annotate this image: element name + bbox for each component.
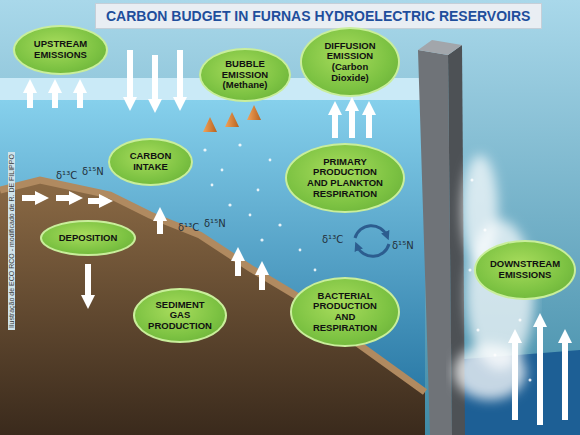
isotope-label: δ¹⁵N — [82, 166, 104, 177]
isotope-label: δ¹³C — [56, 170, 77, 181]
node-text: PRIMARY PRODUCTION AND PLANKTON RESPIRAT… — [302, 157, 388, 200]
node-text: DIFFUSION EMISSION (Carbon Dioxide) — [314, 41, 386, 84]
node-text-block: CARBON INTAKE — [120, 151, 181, 172]
node-text: UPSTREAM EMISSIONS — [27, 39, 95, 60]
ellipse-node: PRIMARY PRODUCTION AND PLANKTON RESPIRAT… — [285, 143, 405, 213]
ellipse-node: UPSTREAM EMISSIONS — [13, 25, 108, 75]
isotope-label: δ¹³C — [178, 222, 199, 233]
node-text-block: PRIMARY PRODUCTION AND PLANKTON RESPIRAT… — [302, 157, 388, 200]
node-text-block: DIFFUSION EMISSION (Carbon Dioxide) — [314, 41, 386, 84]
diagram-title: CARBON BUDGET IN FURNAS HYDROELECTRIC RE… — [106, 8, 530, 24]
node-text-block: SEDIMENT GAS PRODUCTION — [146, 300, 214, 332]
ellipse-node: BACTERIAL PRODUCTION AND RESPIRATION — [290, 277, 400, 347]
ellipse-node: DIFFUSION EMISSION (Carbon Dioxide) — [300, 27, 400, 97]
credit-watermark: Ilustração de ECO RCO - modificado de R.… — [8, 152, 15, 330]
ellipse-node: DOWNSTREAM EMISSIONS — [474, 240, 576, 300]
node-text-block: BACTERIAL PRODUCTION AND RESPIRATION — [306, 291, 385, 334]
node-text-block: UPSTREAM EMISSIONS — [27, 39, 95, 60]
node-text: DEPOSITION — [54, 233, 123, 244]
ellipse-node: SEDIMENT GAS PRODUCTION — [133, 288, 227, 343]
isotope-label: δ¹⁵N — [204, 218, 226, 229]
node-text-block: BUBBLE EMISSION (Methane) — [212, 59, 278, 91]
node-text: CARBON INTAKE — [120, 151, 181, 172]
node-text-block: DEPOSITION — [54, 233, 123, 244]
ellipse-node: CARBON INTAKE — [108, 138, 193, 186]
node-text: SEDIMENT GAS PRODUCTION — [146, 300, 214, 332]
ellipse-node: DEPOSITION — [40, 220, 136, 256]
node-text: BACTERIAL PRODUCTION AND RESPIRATION — [306, 291, 385, 334]
title-panel: CARBON BUDGET IN FURNAS HYDROELECTRIC RE… — [95, 3, 542, 29]
node-text: DOWNSTREAM EMISSIONS — [489, 259, 562, 280]
isotope-label: δ¹⁵N — [392, 240, 414, 251]
ellipse-node: BUBBLE EMISSION (Methane) — [199, 48, 291, 102]
node-text-block: DOWNSTREAM EMISSIONS — [489, 259, 562, 280]
node-text: BUBBLE EMISSION (Methane) — [212, 59, 278, 91]
isotope-label: δ¹³C — [322, 234, 343, 245]
